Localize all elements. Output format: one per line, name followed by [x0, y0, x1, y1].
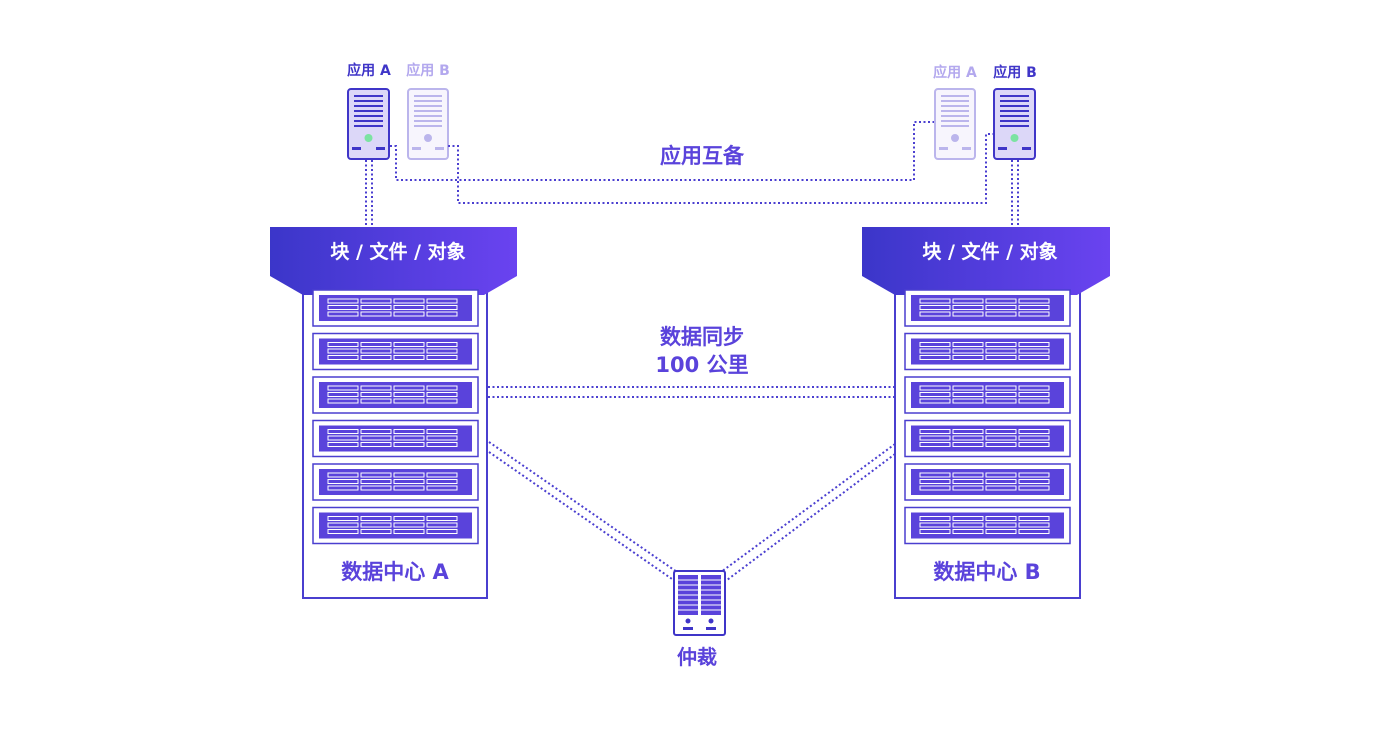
rack-unit [904, 506, 1071, 545]
arbiter-link-a-2 [488, 451, 673, 580]
app-backup-link-1 [390, 121, 934, 181]
rack-unit [312, 506, 479, 545]
arbiter-link-b-2 [726, 453, 896, 581]
app-label-left-ghost: 应用 B [406, 62, 450, 79]
data-sync-label: 数据同步 [660, 325, 744, 349]
rack-unit [904, 332, 1071, 371]
rack-unit [904, 289, 1071, 327]
status-led-icon [364, 134, 373, 142]
app-label-left-active: 应用 A [347, 62, 391, 79]
app-label-right-ghost: 应用 A [933, 64, 977, 81]
arbiter-link-a-1 [488, 441, 678, 573]
app-a-to-dc-a-link [365, 160, 373, 228]
datacenter-b-banner: 块 / 文件 / 对象 [922, 240, 1057, 263]
arbiter-link-b-1 [720, 443, 896, 573]
datacenter-b: 块 / 文件 / 对象 数据中心 B [862, 227, 1110, 599]
rack-unit [904, 463, 1071, 501]
datacenter-a-name: 数据中心 A [341, 560, 449, 584]
app-label-right-active: 应用 B [993, 64, 1037, 81]
arbiter-label: 仲裁 [677, 645, 717, 669]
rack-unit [312, 376, 479, 414]
connection-lines [365, 121, 1019, 581]
rack-stack-a [312, 289, 479, 545]
rack-unit [312, 332, 479, 371]
app-backup-label: 应用互备 [660, 144, 745, 168]
app-b-to-dc-b-link [1011, 160, 1019, 228]
app-server-b-left-ghost [407, 88, 449, 160]
datacenter-a: 块 / 文件 / 对象 数据中心 A [270, 227, 517, 599]
rack-unit [904, 419, 1071, 458]
datacenter-a-banner: 块 / 文件 / 对象 [330, 240, 465, 263]
status-led-icon [1010, 134, 1019, 142]
rack-unit [904, 376, 1071, 414]
rack-unit [312, 463, 479, 501]
rack-unit [312, 419, 479, 458]
app-server-a-left [347, 88, 390, 160]
arbiter-server-icon [673, 570, 726, 636]
app-server-b-right [993, 88, 1036, 160]
app-server-a-right-ghost [934, 88, 976, 160]
data-sync-distance: 100 公里 [655, 353, 748, 377]
rack-unit [312, 289, 479, 327]
datacenter-b-name: 数据中心 B [933, 560, 1040, 584]
rack-stack-b [904, 289, 1071, 545]
